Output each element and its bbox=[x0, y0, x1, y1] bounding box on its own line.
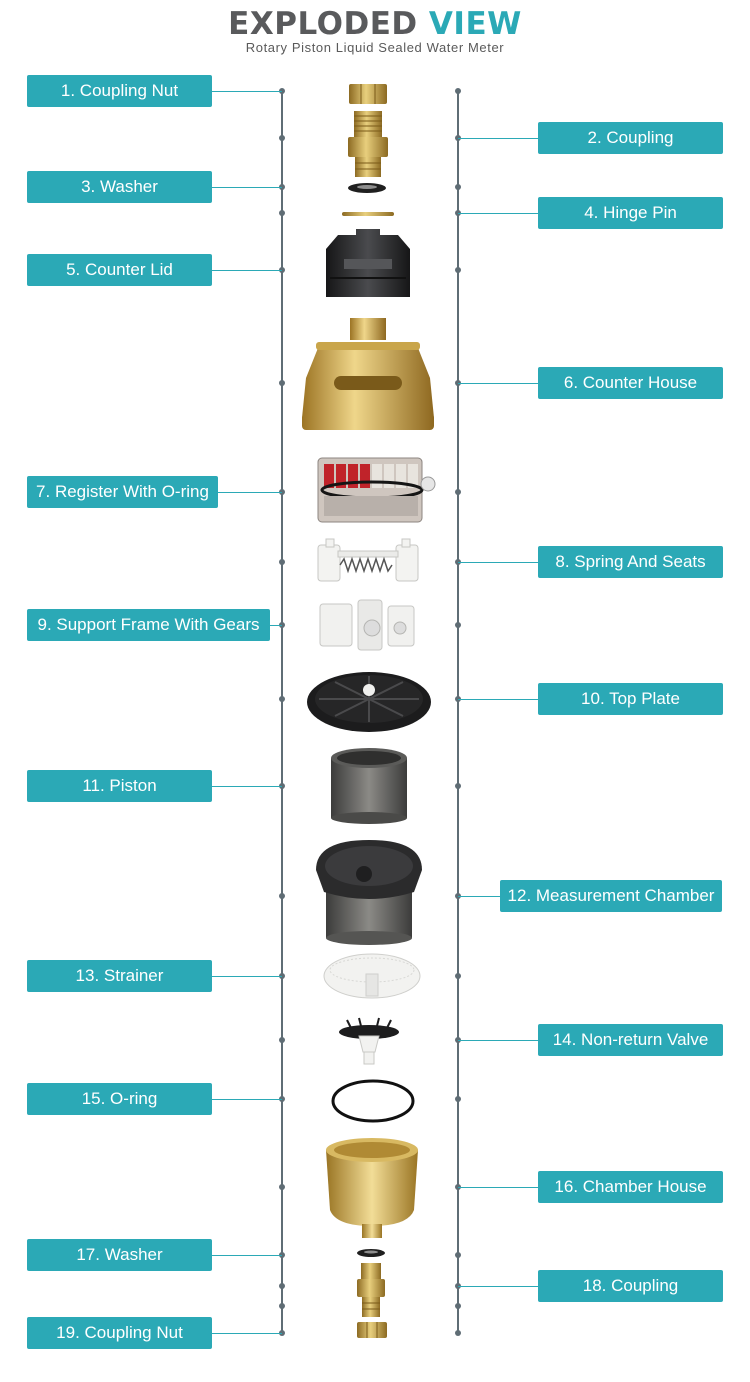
part-label-12: 12. Measurement Chamber bbox=[500, 880, 722, 912]
rail-dot bbox=[279, 380, 285, 386]
part-label-17: 17. Washer bbox=[27, 1239, 212, 1271]
washer-icon bbox=[348, 183, 386, 193]
coupling-nut-icon bbox=[357, 1322, 387, 1338]
rail-dot bbox=[279, 88, 285, 94]
rail-dot bbox=[455, 88, 461, 94]
part-label-1: 1. Coupling Nut bbox=[27, 75, 212, 107]
rail-dot bbox=[279, 1184, 285, 1190]
part-connector-4 bbox=[458, 213, 538, 214]
part-connector-1 bbox=[212, 91, 282, 92]
rail-dot bbox=[279, 1037, 285, 1043]
rail-dot bbox=[279, 973, 285, 979]
rail-dot bbox=[279, 1330, 285, 1336]
rail-dot bbox=[455, 184, 461, 190]
rail-dot bbox=[279, 210, 285, 216]
part-label-15: 15. O-ring bbox=[27, 1083, 212, 1115]
header: EXPLODED VIEW Rotary Piston Liquid Seale… bbox=[0, 6, 750, 55]
rail-dot bbox=[455, 622, 461, 628]
part-label-9: 9. Support Frame With Gears bbox=[27, 609, 270, 641]
part-connector-3 bbox=[212, 187, 282, 188]
page-subtitle: Rotary Piston Liquid Sealed Water Meter bbox=[245, 40, 505, 55]
washer-icon bbox=[357, 1249, 385, 1257]
rail-dot bbox=[455, 1252, 461, 1258]
rail-dot bbox=[279, 184, 285, 190]
part-label-11: 11. Piston bbox=[27, 770, 212, 802]
part-label-16: 16. Chamber House bbox=[538, 1171, 723, 1203]
rail-dot bbox=[279, 1283, 285, 1289]
register-icon bbox=[317, 457, 436, 523]
rail-dot bbox=[279, 1303, 285, 1309]
part-label-5: 5. Counter Lid bbox=[27, 254, 212, 286]
counter-house-icon bbox=[302, 318, 434, 430]
part-label-13: 13. Strainer bbox=[27, 960, 212, 992]
part-connector-17 bbox=[212, 1255, 282, 1256]
part-connector-9 bbox=[270, 625, 282, 626]
part-connector-8 bbox=[458, 562, 538, 563]
part-label-4: 4. Hinge Pin bbox=[538, 197, 723, 229]
rail-dot bbox=[279, 559, 285, 565]
rail-dot bbox=[279, 783, 285, 789]
left-rail bbox=[281, 91, 283, 1334]
rail-dot bbox=[455, 267, 461, 273]
part-label-14: 14. Non-return Valve bbox=[538, 1024, 723, 1056]
rail-dot bbox=[279, 696, 285, 702]
rail-dot bbox=[455, 1330, 461, 1336]
part-connector-13 bbox=[212, 976, 282, 977]
part-connector-11 bbox=[212, 786, 282, 787]
part-label-7: 7. Register With O-ring bbox=[27, 476, 218, 508]
page-title: EXPLODED VIEW bbox=[0, 6, 750, 42]
part-connector-19 bbox=[212, 1333, 282, 1334]
part-connector-2 bbox=[458, 138, 538, 139]
o-ring-icon bbox=[331, 1079, 415, 1123]
rail-dot bbox=[455, 1096, 461, 1102]
hinge-pin-icon bbox=[342, 212, 394, 216]
rail-dot bbox=[455, 489, 461, 495]
rail-dot bbox=[279, 135, 285, 141]
part-connector-12 bbox=[458, 896, 500, 897]
part-label-10: 10. Top Plate bbox=[538, 683, 723, 715]
coupling-nut-icon bbox=[349, 84, 387, 104]
non-return-valve-icon bbox=[339, 1017, 399, 1065]
rail-dot bbox=[455, 1303, 461, 1309]
part-connector-5 bbox=[212, 270, 282, 271]
part-connector-10 bbox=[458, 699, 538, 700]
strainer-icon bbox=[323, 953, 421, 999]
rail-dot bbox=[279, 1096, 285, 1102]
part-connector-15 bbox=[212, 1099, 282, 1100]
spring-seats-icon bbox=[317, 538, 419, 582]
part-connector-14 bbox=[458, 1040, 538, 1041]
rail-dot bbox=[279, 622, 285, 628]
part-connector-16 bbox=[458, 1187, 538, 1188]
counter-lid-icon bbox=[326, 229, 410, 297]
rail-dot bbox=[279, 489, 285, 495]
rail-dot bbox=[279, 267, 285, 273]
part-connector-18 bbox=[458, 1286, 538, 1287]
rail-dot bbox=[279, 893, 285, 899]
title-part-view: VIEW bbox=[428, 6, 522, 42]
top-plate-icon bbox=[307, 672, 431, 732]
part-connector-6 bbox=[458, 383, 538, 384]
rail-dot bbox=[455, 783, 461, 789]
part-label-19: 19. Coupling Nut bbox=[27, 1317, 212, 1349]
coupling-icon bbox=[348, 111, 388, 177]
part-connector-7 bbox=[218, 492, 282, 493]
chamber-house-icon bbox=[326, 1138, 418, 1238]
rail-dot bbox=[455, 973, 461, 979]
right-rail bbox=[457, 91, 459, 1334]
part-label-18: 18. Coupling bbox=[538, 1270, 723, 1302]
piston-icon bbox=[331, 748, 407, 824]
title-part-exploded: EXPLODED bbox=[228, 6, 418, 42]
support-frame-icon bbox=[319, 599, 415, 651]
measurement-chamber-icon bbox=[316, 840, 422, 945]
part-label-6: 6. Counter House bbox=[538, 367, 723, 399]
coupling-icon bbox=[357, 1263, 385, 1317]
part-label-8: 8. Spring And Seats bbox=[538, 546, 723, 578]
part-label-2: 2. Coupling bbox=[538, 122, 723, 154]
rail-dot bbox=[279, 1252, 285, 1258]
part-label-3: 3. Washer bbox=[27, 171, 212, 203]
